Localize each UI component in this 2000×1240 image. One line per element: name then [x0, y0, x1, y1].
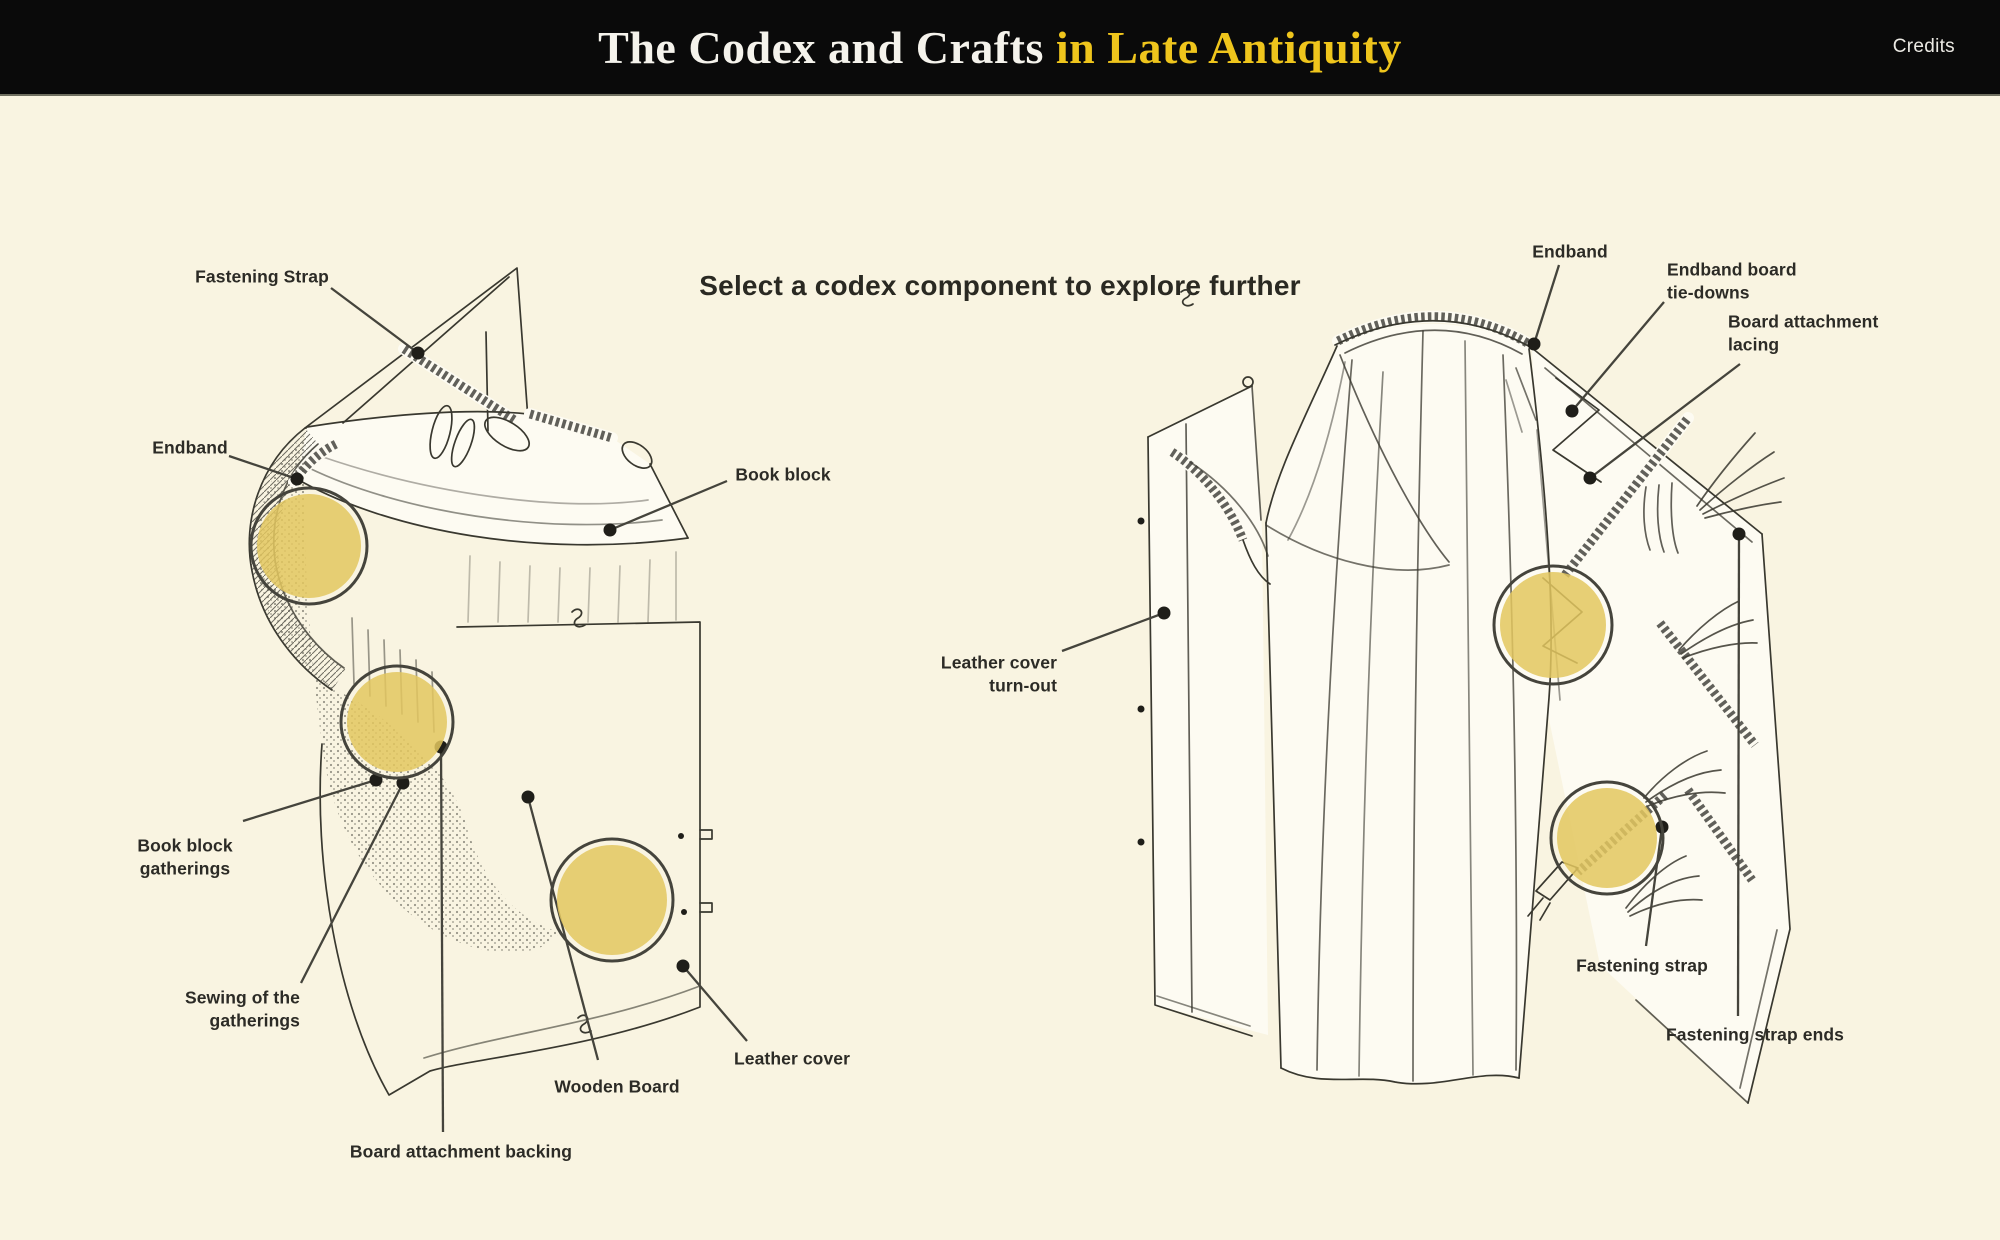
- header-bar: The Codex and Crafts in Late Antiquity C…: [0, 0, 2000, 96]
- hotspots: [249, 486, 1665, 963]
- label-endband-board-tie-downs[interactable]: Endband board tie-downs: [1667, 259, 1797, 302]
- hotspot-gatherings[interactable]: [347, 672, 447, 772]
- hotspot-endband-left-ring: [249, 486, 369, 606]
- label-board-attachment-lacing[interactable]: Board attachment lacing: [1728, 311, 1879, 354]
- label-board-attachment-backing[interactable]: Board attachment backing: [349, 1141, 573, 1162]
- page-title-accent: in Late Antiquity: [1043, 21, 1402, 73]
- page-title: The Codex and Crafts in Late Antiquity: [598, 21, 1402, 74]
- label-endband-right[interactable]: Endband: [1532, 241, 1608, 262]
- hotspot-fastening-strap[interactable]: [1557, 788, 1657, 888]
- leader-lines: [228, 264, 1746, 1133]
- hotspot-endband-left[interactable]: [257, 494, 361, 598]
- instruction-heading: Select a codex component to explore furt…: [699, 270, 1301, 301]
- label-fastening-strap-ends[interactable]: Fastening strap ends: [1665, 1024, 1845, 1045]
- label-leather-cover[interactable]: Leather cover: [733, 1048, 851, 1069]
- hotspot-leather-cover[interactable]: [557, 845, 667, 955]
- label-fastening-strap-right[interactable]: Fastening strap: [1576, 955, 1708, 976]
- label-book-block-gatherings[interactable]: Book block gatherings: [137, 835, 233, 878]
- label-leather-cover-turn-out[interactable]: Leather cover turn-out: [940, 652, 1057, 695]
- hotspot-gatherings-ring: [339, 664, 455, 780]
- label-fastening-strap-left[interactable]: Fastening Strap: [195, 266, 329, 287]
- right-codex-illustration: [1137, 289, 1791, 1104]
- hotspot-leather-cover-ring: [549, 837, 675, 963]
- label-sewing-of-the-gatherings[interactable]: Sewing of the gatherings: [184, 987, 300, 1030]
- left-codex-illustration: [248, 267, 713, 1096]
- label-book-block[interactable]: Book block: [735, 464, 831, 485]
- label-wooden-board[interactable]: Wooden Board: [554, 1076, 680, 1097]
- hotspot-tie-downs[interactable]: [1500, 572, 1606, 678]
- hotspot-fastening-strap-ring: [1549, 780, 1665, 896]
- hotspot-tie-downs-ring: [1492, 564, 1614, 686]
- page-title-main: The Codex and Crafts: [598, 21, 1044, 73]
- label-endband-left[interactable]: Endband: [152, 437, 228, 458]
- credits-link[interactable]: Credits: [1892, 36, 1955, 57]
